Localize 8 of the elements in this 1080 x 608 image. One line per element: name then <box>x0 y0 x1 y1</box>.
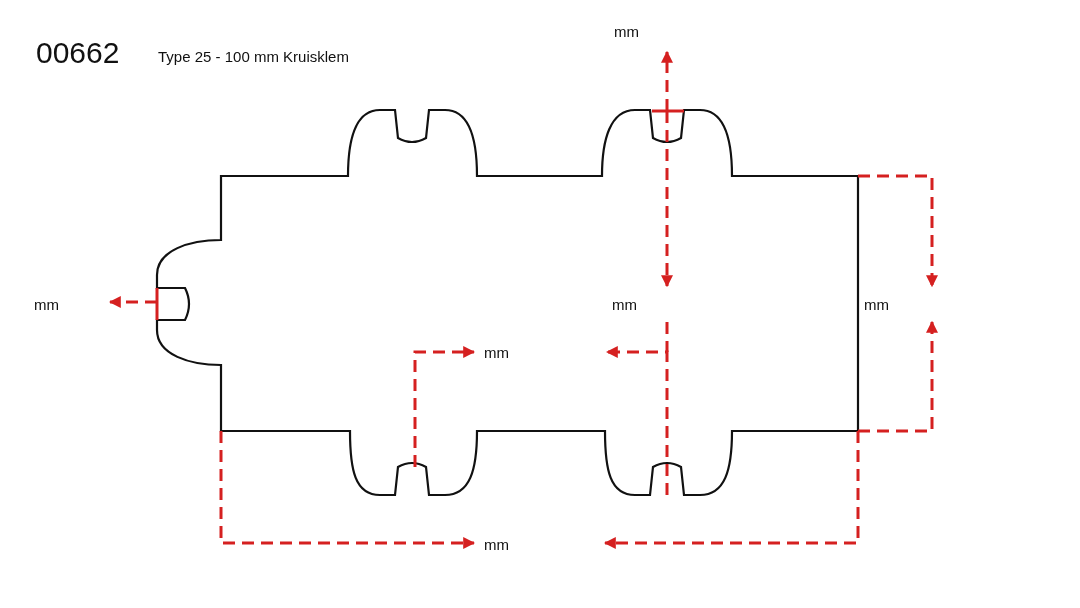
dimension-label: mm <box>864 297 889 312</box>
dimension-label: mm <box>484 537 509 552</box>
dimension-label: mm <box>484 345 509 360</box>
dimension-label: mm <box>612 297 637 312</box>
dimension-label: mm <box>614 24 639 39</box>
dimension-label: mm <box>34 297 59 312</box>
drawing-title: Type 25 - 100 mm Kruisklem <box>158 49 349 64</box>
drawing-number: 00662 <box>36 38 120 68</box>
